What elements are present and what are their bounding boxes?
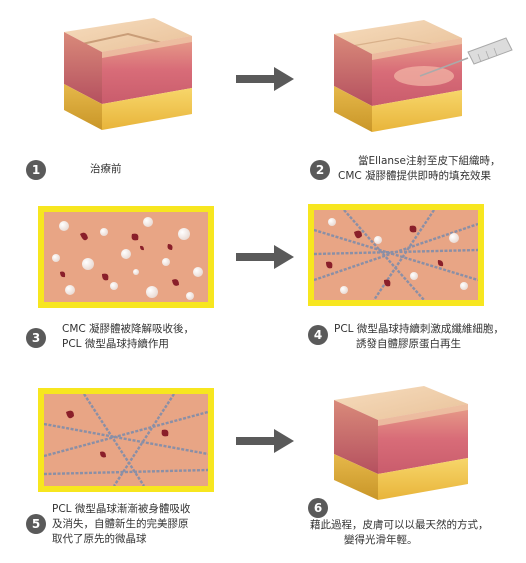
step-caption: 藉此過程，皮膚可以以最天然的方式， 變得光滑年輕。 xyxy=(310,519,489,546)
step-1: 1 治療前 xyxy=(26,160,122,180)
syringe-icon xyxy=(419,37,513,77)
step-caption: PCL 微型晶球持續刺激成纖維細胞， 誘發自體膠原蛋白再生 xyxy=(334,323,504,350)
collagen-fibers-panel xyxy=(308,204,484,306)
skin-block-after xyxy=(334,386,468,500)
step-caption: 當Ellanse注射至皮下組織時， CMC 凝膠體提供即時的填充效果 xyxy=(338,155,501,182)
skin-block-injection xyxy=(334,20,513,132)
step-caption: 治療前 xyxy=(90,163,122,175)
step-2: 2 當Ellanse注射至皮下組織時， CMC 凝膠體提供即時的填充效果 xyxy=(310,154,501,184)
step-6: 6 xyxy=(308,498,328,518)
collagen-replace-panel xyxy=(38,388,214,492)
skin-block-before xyxy=(64,18,192,130)
arrow-right-icon xyxy=(236,245,294,269)
step-number-badge: 2 xyxy=(310,160,330,180)
step-5: 5 PCL 微型晶球漸漸被身體吸收 及消失，自體新生的完美膠原 取代了原先的微晶… xyxy=(26,502,190,547)
step-3: 3 CMC 凝膠體被降解吸收後， PCL 微型晶球持續作用 xyxy=(26,322,194,352)
arrow-right-icon xyxy=(236,429,294,453)
arrow-right-icon xyxy=(236,67,294,91)
step-number-badge: 6 xyxy=(308,498,328,518)
step-caption: CMC 凝膠體被降解吸收後， PCL 微型晶球持續作用 xyxy=(62,323,195,350)
step-4: 4 PCL 微型晶球持續刺激成纖維細胞， 誘發自體膠原蛋白再生 xyxy=(308,322,504,352)
step-number-badge: 3 xyxy=(26,328,46,348)
microsphere-tissue-panel xyxy=(38,206,214,308)
step-number-badge: 5 xyxy=(26,514,46,534)
step-number-badge: 1 xyxy=(26,160,46,180)
step-number-badge: 4 xyxy=(308,325,328,345)
step-caption: PCL 微型晶球漸漸被身體吸收 及消失，自體新生的完美膠原 取代了原先的微晶球 xyxy=(52,503,191,545)
